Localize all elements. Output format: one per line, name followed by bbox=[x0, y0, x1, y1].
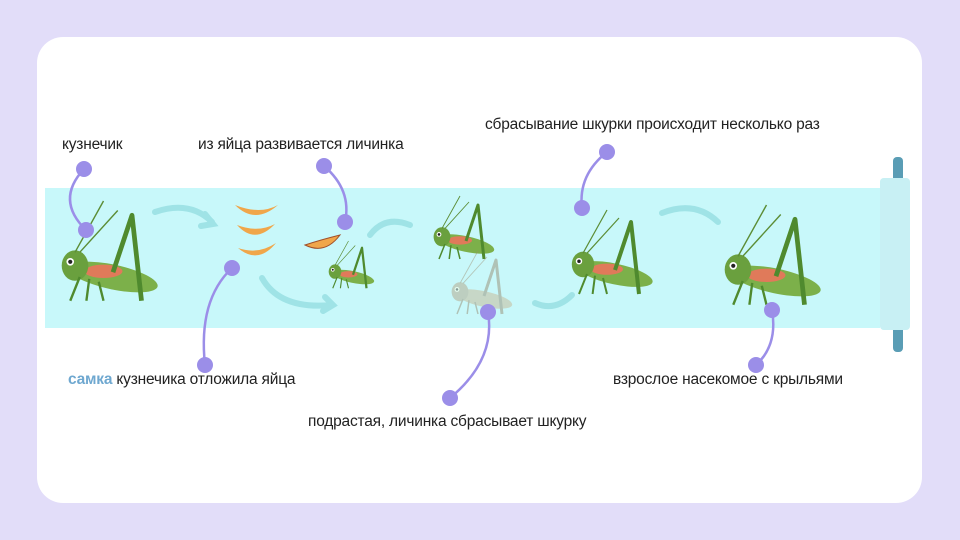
label-eggs-laid: самка кузнечика отложила яйца bbox=[68, 371, 296, 389]
label-grasshopper: кузнечик bbox=[62, 136, 123, 153]
label-molting-repeat: сбрасывание шкурки происходит несколько … bbox=[485, 116, 820, 133]
label-larva-molts: подрастая, личинка сбрасывает шкурку bbox=[308, 413, 587, 430]
label-eggs-laid-text: кузнечика отложила яйца bbox=[116, 371, 296, 388]
label-female: самка bbox=[68, 371, 113, 388]
label-larva-from-egg: из яйца развивается личинка bbox=[198, 136, 404, 153]
eggs bbox=[235, 205, 342, 256]
connectors bbox=[68, 143, 781, 407]
label-adult: взрослое насекомое с крыльями bbox=[613, 371, 843, 388]
